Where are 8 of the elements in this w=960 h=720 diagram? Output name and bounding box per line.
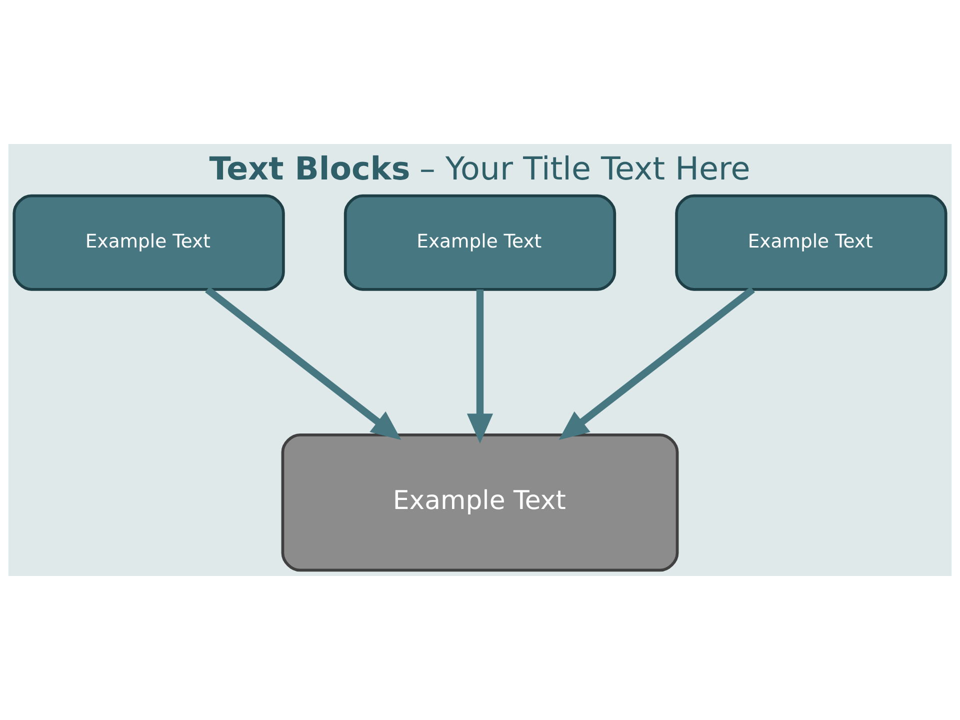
- diagram-title: Text Blocks – Your Title Text Here: [209, 151, 750, 188]
- arrow: [466, 289, 494, 444]
- node-box: Example Text: [281, 433, 679, 572]
- arrow: [558, 286, 755, 440]
- node-box: Example Text: [344, 194, 616, 291]
- node-box: Example Text: [12, 194, 285, 291]
- arrow: [205, 286, 402, 440]
- node-box: Example Text: [675, 194, 948, 291]
